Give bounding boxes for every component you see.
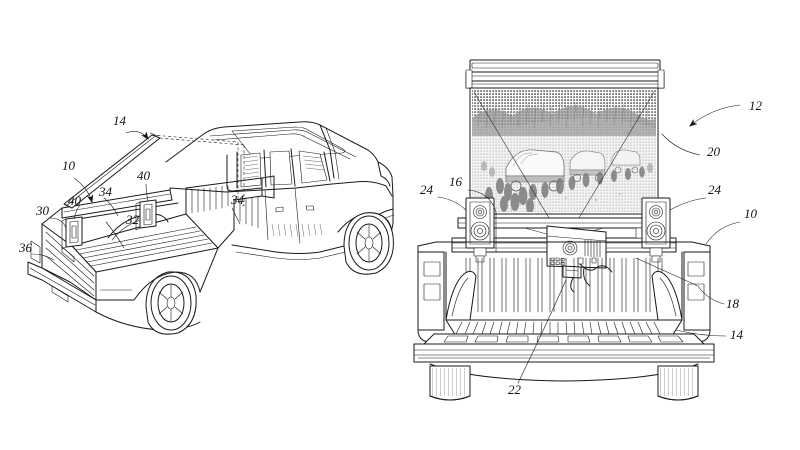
rear-wheel xyxy=(145,271,197,335)
callout-34-b: 34 xyxy=(230,192,245,207)
right-figure-theater xyxy=(413,59,741,401)
bed-floor-slats xyxy=(455,321,661,335)
vent-grille xyxy=(584,239,601,258)
wheel-spokes xyxy=(356,224,382,262)
callout-20: 20 xyxy=(707,144,721,159)
cargo-bed xyxy=(27,175,275,335)
truck-rear-body xyxy=(413,241,715,401)
truck-body-shell xyxy=(165,121,395,275)
callout-30: 30 xyxy=(35,203,50,218)
rail-assembly-14 xyxy=(63,132,245,209)
callout-10-right: 10 xyxy=(744,206,758,221)
callout-36: 36 xyxy=(18,240,33,255)
projection-screen-20 xyxy=(469,87,659,239)
callout-14-right: 14 xyxy=(730,327,744,342)
callout-12: 12 xyxy=(749,98,763,113)
callout-16: 16 xyxy=(449,174,463,189)
tailgate-pads xyxy=(443,335,684,343)
callout-40-a: 40 xyxy=(68,193,82,208)
callout-40-b: 40 xyxy=(137,168,151,183)
callout-18: 18 xyxy=(726,296,740,311)
rear-wheel-right xyxy=(657,365,699,401)
covered-wagon xyxy=(569,150,606,182)
rear-wheel-left xyxy=(429,365,471,401)
front-wheel xyxy=(343,212,394,275)
covered-wagon xyxy=(611,149,641,174)
screen-housing xyxy=(465,59,665,89)
mount-bracket-near-40 xyxy=(61,216,83,250)
callout-14-left: 14 xyxy=(113,113,127,128)
callout-24-b: 24 xyxy=(708,182,722,197)
callout-24-a: 24 xyxy=(420,182,434,197)
speaker-right-24 xyxy=(641,197,671,263)
glass-shading xyxy=(243,155,325,179)
callout-numerals: 10 14 30 32 34 34 36 40 40 12 20 16 24 2… xyxy=(18,98,763,397)
projector-unit-22 xyxy=(546,225,613,293)
mount-bracket-far-40 xyxy=(135,199,157,231)
covered-wagon xyxy=(505,149,565,192)
bed-wall-corrugations xyxy=(191,185,259,229)
callout-10-left: 10 xyxy=(62,158,76,173)
speaker-left-24 xyxy=(465,197,495,263)
right-callouts xyxy=(437,104,741,384)
left-callouts xyxy=(31,131,241,261)
callout-32: 32 xyxy=(125,212,140,227)
screen-image xyxy=(472,90,656,212)
left-figure-truck xyxy=(27,121,395,335)
bed-floor-ribs xyxy=(75,226,213,267)
callout-34-a: 34 xyxy=(98,184,113,199)
callout-22: 22 xyxy=(508,382,522,397)
body-side-shading xyxy=(271,223,323,238)
